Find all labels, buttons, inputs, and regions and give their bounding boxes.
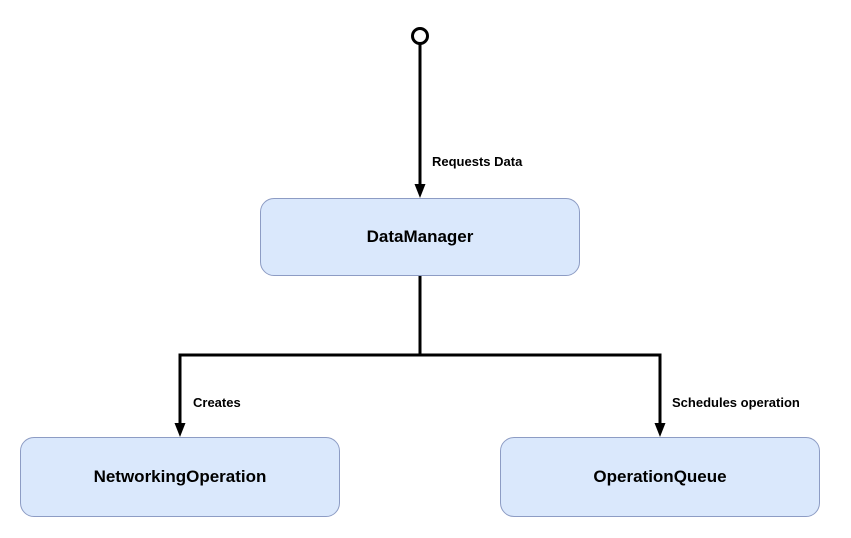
edge-branch-lines <box>178 276 662 424</box>
node-networkingoperation-label: NetworkingOperation <box>93 467 267 486</box>
edge-label-creates: Creates <box>193 395 241 410</box>
node-operationqueue[interactable]: OperationQueue <box>500 437 820 517</box>
node-datamanager[interactable]: DataManager <box>260 198 580 276</box>
start-node-circle[interactable] <box>411 27 429 45</box>
node-datamanager-label: DataManager <box>366 227 474 246</box>
node-operationqueue-label: OperationQueue <box>593 467 727 486</box>
arrowhead-datamanager <box>414 184 426 198</box>
node-networkingoperation[interactable]: NetworkingOperation <box>20 437 340 517</box>
arrowhead-networkingoperation <box>174 423 186 437</box>
edge-label-schedules-operation: Schedules operation <box>672 395 800 410</box>
arrowhead-operationqueue <box>654 423 666 437</box>
edge-label-requests-data: Requests Data <box>432 154 523 169</box>
